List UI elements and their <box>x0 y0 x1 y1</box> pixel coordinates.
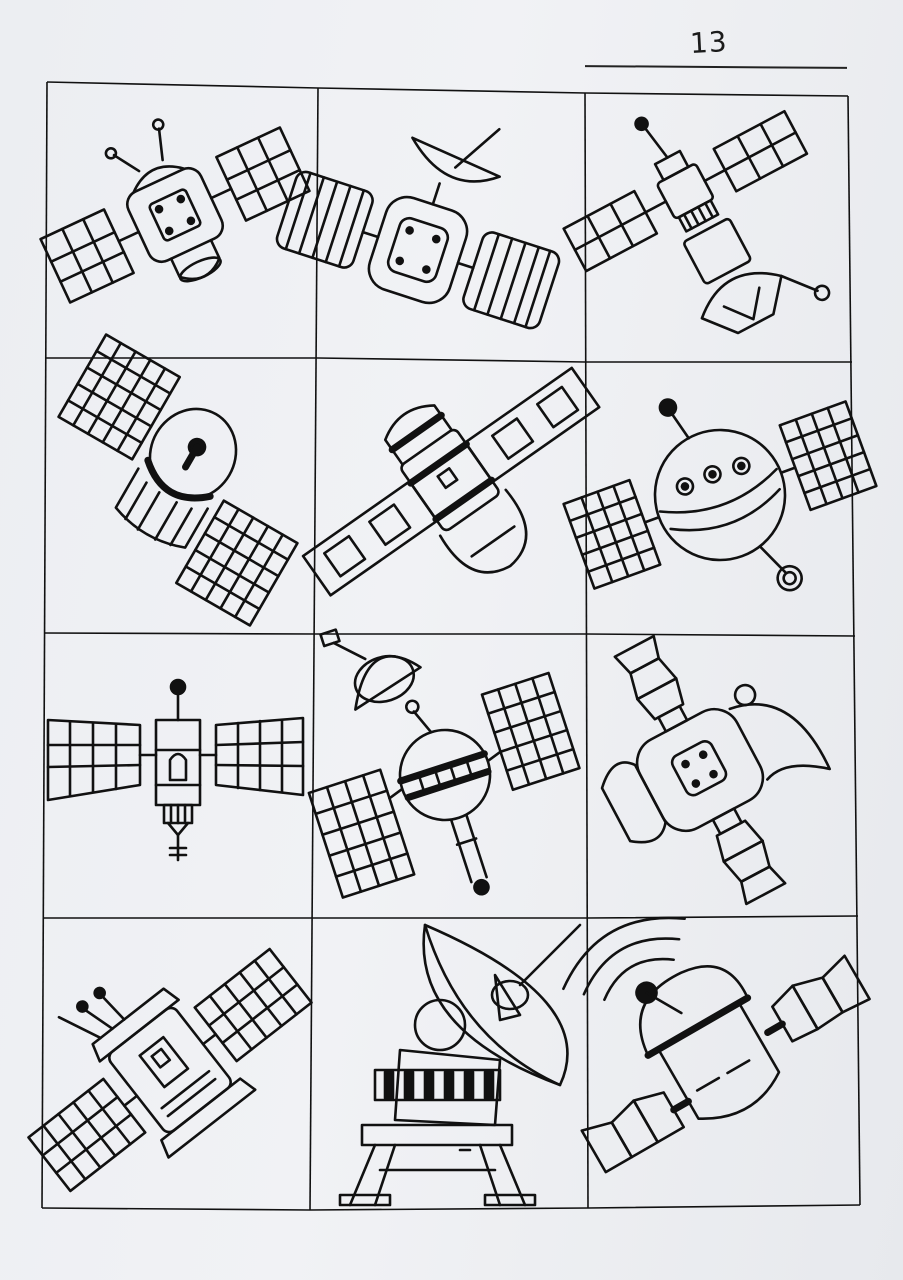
cell-11-radio-telescope-dish-tower-icon <box>338 923 582 1207</box>
cell-6-satellite-sphere-antenna-icon <box>562 398 878 592</box>
cell-10-satellite-tilted-body-panels-icon <box>27 947 313 1193</box>
cell-7-satellite-symmetric-panels-icon <box>46 678 305 862</box>
cell-1-satellite-solar-panels-antennae-icon <box>39 118 311 304</box>
cell-8-satellite-dish-top-panels-icon <box>307 628 581 899</box>
cell-9-satellite-folded-panels-dish-icon <box>600 634 832 906</box>
grid-lines <box>41 81 861 1211</box>
cell-2-satellite-dish-striped-panels-icon <box>275 127 561 330</box>
cell-4-satellite-grid-panels-dish-icon <box>57 333 299 627</box>
cell-12-satellite-signal-dish-folded-panels-icon <box>562 916 871 1174</box>
cell-3-satellite-with-dish-base-icon <box>562 109 831 335</box>
cell-5-satellite-capsule-panels-icon <box>301 366 601 597</box>
